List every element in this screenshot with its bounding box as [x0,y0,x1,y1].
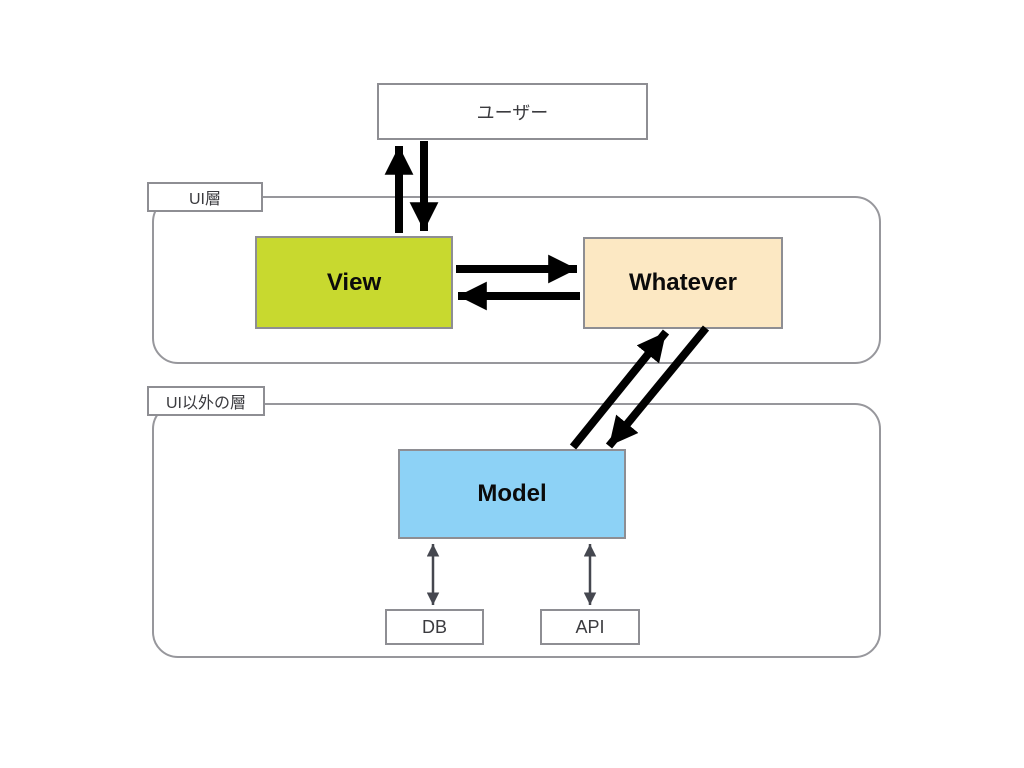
api-node: API [540,609,640,645]
ui-layer-label: UI層 [147,182,263,212]
non-ui-layer-label: UI以外の層 [147,386,265,416]
model-node: Model [398,449,626,539]
db-node: DB [385,609,484,645]
user-node: ユーザー [377,83,648,140]
non-ui-layer-group [152,403,881,658]
whatever-node: Whatever [583,237,783,329]
view-node: View [255,236,453,329]
ui-layer-group [152,196,881,364]
